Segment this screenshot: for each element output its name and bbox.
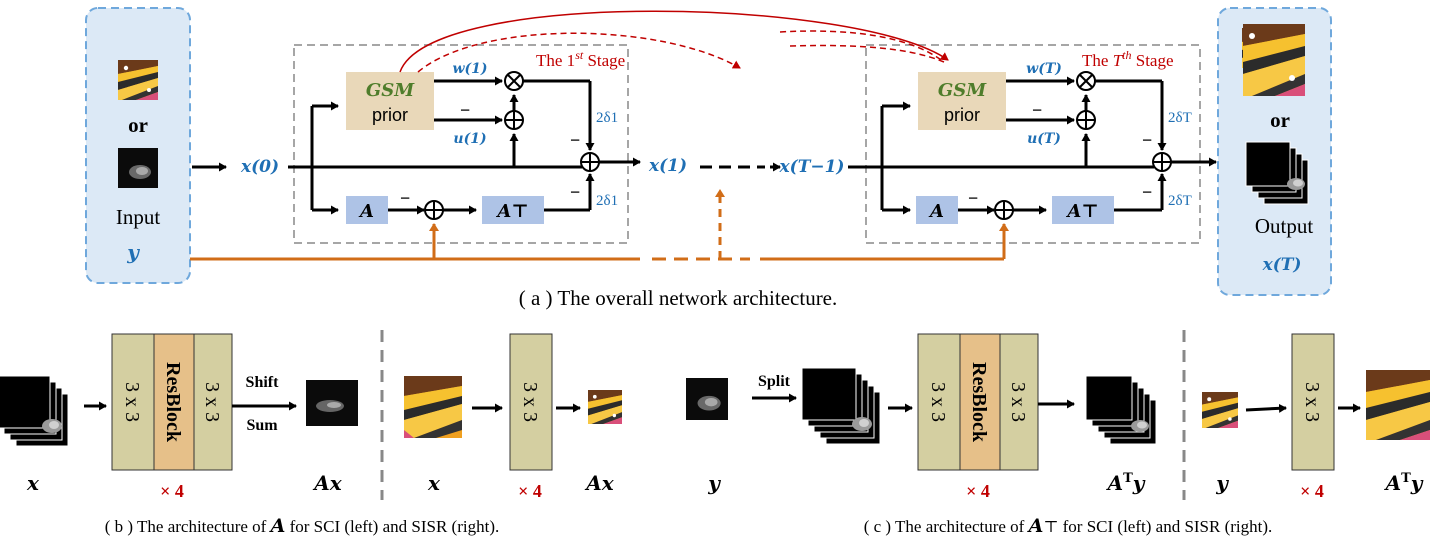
stage-t-gsm-prior-block	[918, 72, 1006, 130]
caption-b: ( b ) The architecture of A for SCI (lef…	[105, 515, 499, 537]
output-symbol: x(T)	[1262, 255, 1302, 275]
c-sisr-in-label: y	[1215, 471, 1229, 495]
c-sci-in-label: y	[707, 471, 721, 495]
stage-t-title: The Tth Stage	[1082, 48, 1174, 70]
stage-t-box	[865, 44, 1201, 244]
stage-t-sum-minus-top: −	[1142, 130, 1152, 150]
input-label: Input	[116, 205, 160, 229]
gsm-parameter-sharing-arcs	[399, 10, 949, 73]
dark-sci-measurement-icon	[118, 148, 158, 188]
stage1-sum-minus-top: −	[570, 130, 580, 150]
c-sci-repeat: × 4	[966, 481, 990, 501]
c-sisr-repeat: × 4	[1300, 481, 1324, 501]
c-sisr-conv-block	[1291, 333, 1335, 471]
c-sisr-output-butterfly-icon	[1366, 370, 1430, 440]
stage-t-gsm-label: GSM	[938, 80, 987, 101]
c-sisr-conv: 3 x 3	[1301, 382, 1323, 422]
output-butterfly-large-icon	[1243, 24, 1305, 96]
caption-c: ( c ) The architecture of A⊤ for SCI (le…	[864, 515, 1273, 537]
b-sisr-repeat: × 4	[518, 481, 542, 501]
b-sum-label: Sum	[246, 417, 278, 434]
stage1-w-label: w(1)	[452, 61, 487, 77]
stage-t-sum-minus-bottom: −	[1142, 182, 1152, 202]
stage1-u-label: u(1)	[453, 131, 486, 147]
stage1-prior-label: prior	[372, 105, 408, 125]
measurement-feed-line	[190, 189, 1009, 261]
input-or: or	[128, 113, 148, 137]
c-sci-out-label: ATy	[1106, 471, 1146, 495]
output-or: or	[1270, 108, 1290, 132]
stage1-delta-bottom: 2δ1	[596, 193, 618, 209]
stage-t-add-icon	[1076, 110, 1096, 130]
b-sci-block-stack	[111, 333, 233, 471]
b-sci-repeat: × 4	[160, 481, 184, 501]
stage1-delta-top: 2δ1	[596, 110, 618, 126]
stage1-at-label: A⊤	[495, 201, 528, 222]
stage-t-residual-icon	[994, 200, 1014, 220]
b-sisr-out-label: Ax	[584, 471, 615, 495]
stage1-a-label: A	[358, 201, 374, 222]
stage1-input-x: x(0)	[240, 157, 279, 177]
output-image-stack-icon	[1245, 141, 1309, 205]
b-sci-in-label: x	[26, 471, 40, 495]
input-panel	[85, 7, 191, 284]
stage-t-input-x: x(T−1)	[779, 157, 845, 177]
stage1-multiply-icon	[504, 71, 524, 91]
input-symbol: y	[126, 240, 140, 264]
stage1-title: The 1st Stage	[536, 48, 625, 70]
stage-t-u-minus: −	[1032, 100, 1042, 120]
b-shift-label: Shift	[246, 374, 280, 391]
stage1-a-minus: −	[400, 188, 410, 208]
stage1-gsm-label: GSM	[366, 80, 415, 101]
stage1-sum-icon	[580, 152, 600, 172]
stage-t-prior-label: prior	[944, 105, 980, 125]
stage-t-delta-bottom: 2δT	[1168, 193, 1192, 209]
c-resblock: ResBlock	[968, 362, 990, 443]
stage1-gsm-prior-block	[346, 72, 434, 130]
c-sci-split-stack-icon	[801, 367, 881, 445]
stage-t-at-block	[1052, 196, 1114, 224]
stage1-sum-minus-bottom: −	[570, 182, 580, 202]
output-label: Output	[1255, 214, 1314, 238]
stage-t-a-block	[916, 196, 958, 224]
b-resblock: ResBlock	[162, 362, 184, 443]
stage1-residual-icon	[424, 200, 444, 220]
stage-t-delta-top: 2δT	[1168, 110, 1192, 126]
stage-t-multiply-icon	[1076, 71, 1096, 91]
b-sisr-in-label: x	[427, 471, 441, 495]
stage-t-w-label: w(T)	[1026, 61, 1062, 77]
stage-t-at-label: A⊤	[1065, 201, 1098, 222]
b-conv-left: 3 x 3	[121, 382, 143, 422]
c-sisr-out-label: ATy	[1384, 471, 1424, 495]
caption-a: ( a ) The overall network architecture.	[519, 286, 838, 310]
c-sci-measurement-icon	[686, 378, 728, 420]
c-split-label: Split	[758, 373, 791, 390]
sci-x-stack-icon	[0, 375, 69, 447]
b-sci-out-label: Ax	[312, 471, 343, 495]
stage1-u-minus: −	[460, 100, 470, 120]
c-sci-block-stack	[917, 333, 1039, 471]
c-conv-left: 3 x 3	[927, 382, 949, 422]
stage1-a-block	[346, 196, 388, 224]
stage-t-sum-icon	[1152, 152, 1172, 172]
b-sisr-input-butterfly-icon	[404, 376, 462, 438]
stage-t-a-label: A	[928, 201, 944, 222]
stage-t-u-label: u(T)	[1027, 131, 1061, 147]
c-sci-output-stack-icon	[1085, 375, 1157, 445]
stage-t-a-minus: −	[968, 188, 978, 208]
stage1-at-block	[482, 196, 544, 224]
b-conv-right: 3 x 3	[201, 382, 223, 422]
stage-1-box	[293, 44, 629, 244]
c-conv-right: 3 x 3	[1007, 382, 1029, 422]
butterfly-image-icon	[118, 60, 158, 100]
b-sisr-conv-block	[509, 333, 553, 471]
c-sisr-input-butterfly-icon	[1202, 392, 1238, 428]
b-sisr-conv: 3 x 3	[519, 382, 541, 422]
stage1-add-icon	[504, 110, 524, 130]
stage1-output-x: x(1)	[648, 156, 687, 176]
b-sisr-output-butterfly-icon	[588, 390, 622, 424]
b-sci-output-image-icon	[306, 380, 358, 426]
